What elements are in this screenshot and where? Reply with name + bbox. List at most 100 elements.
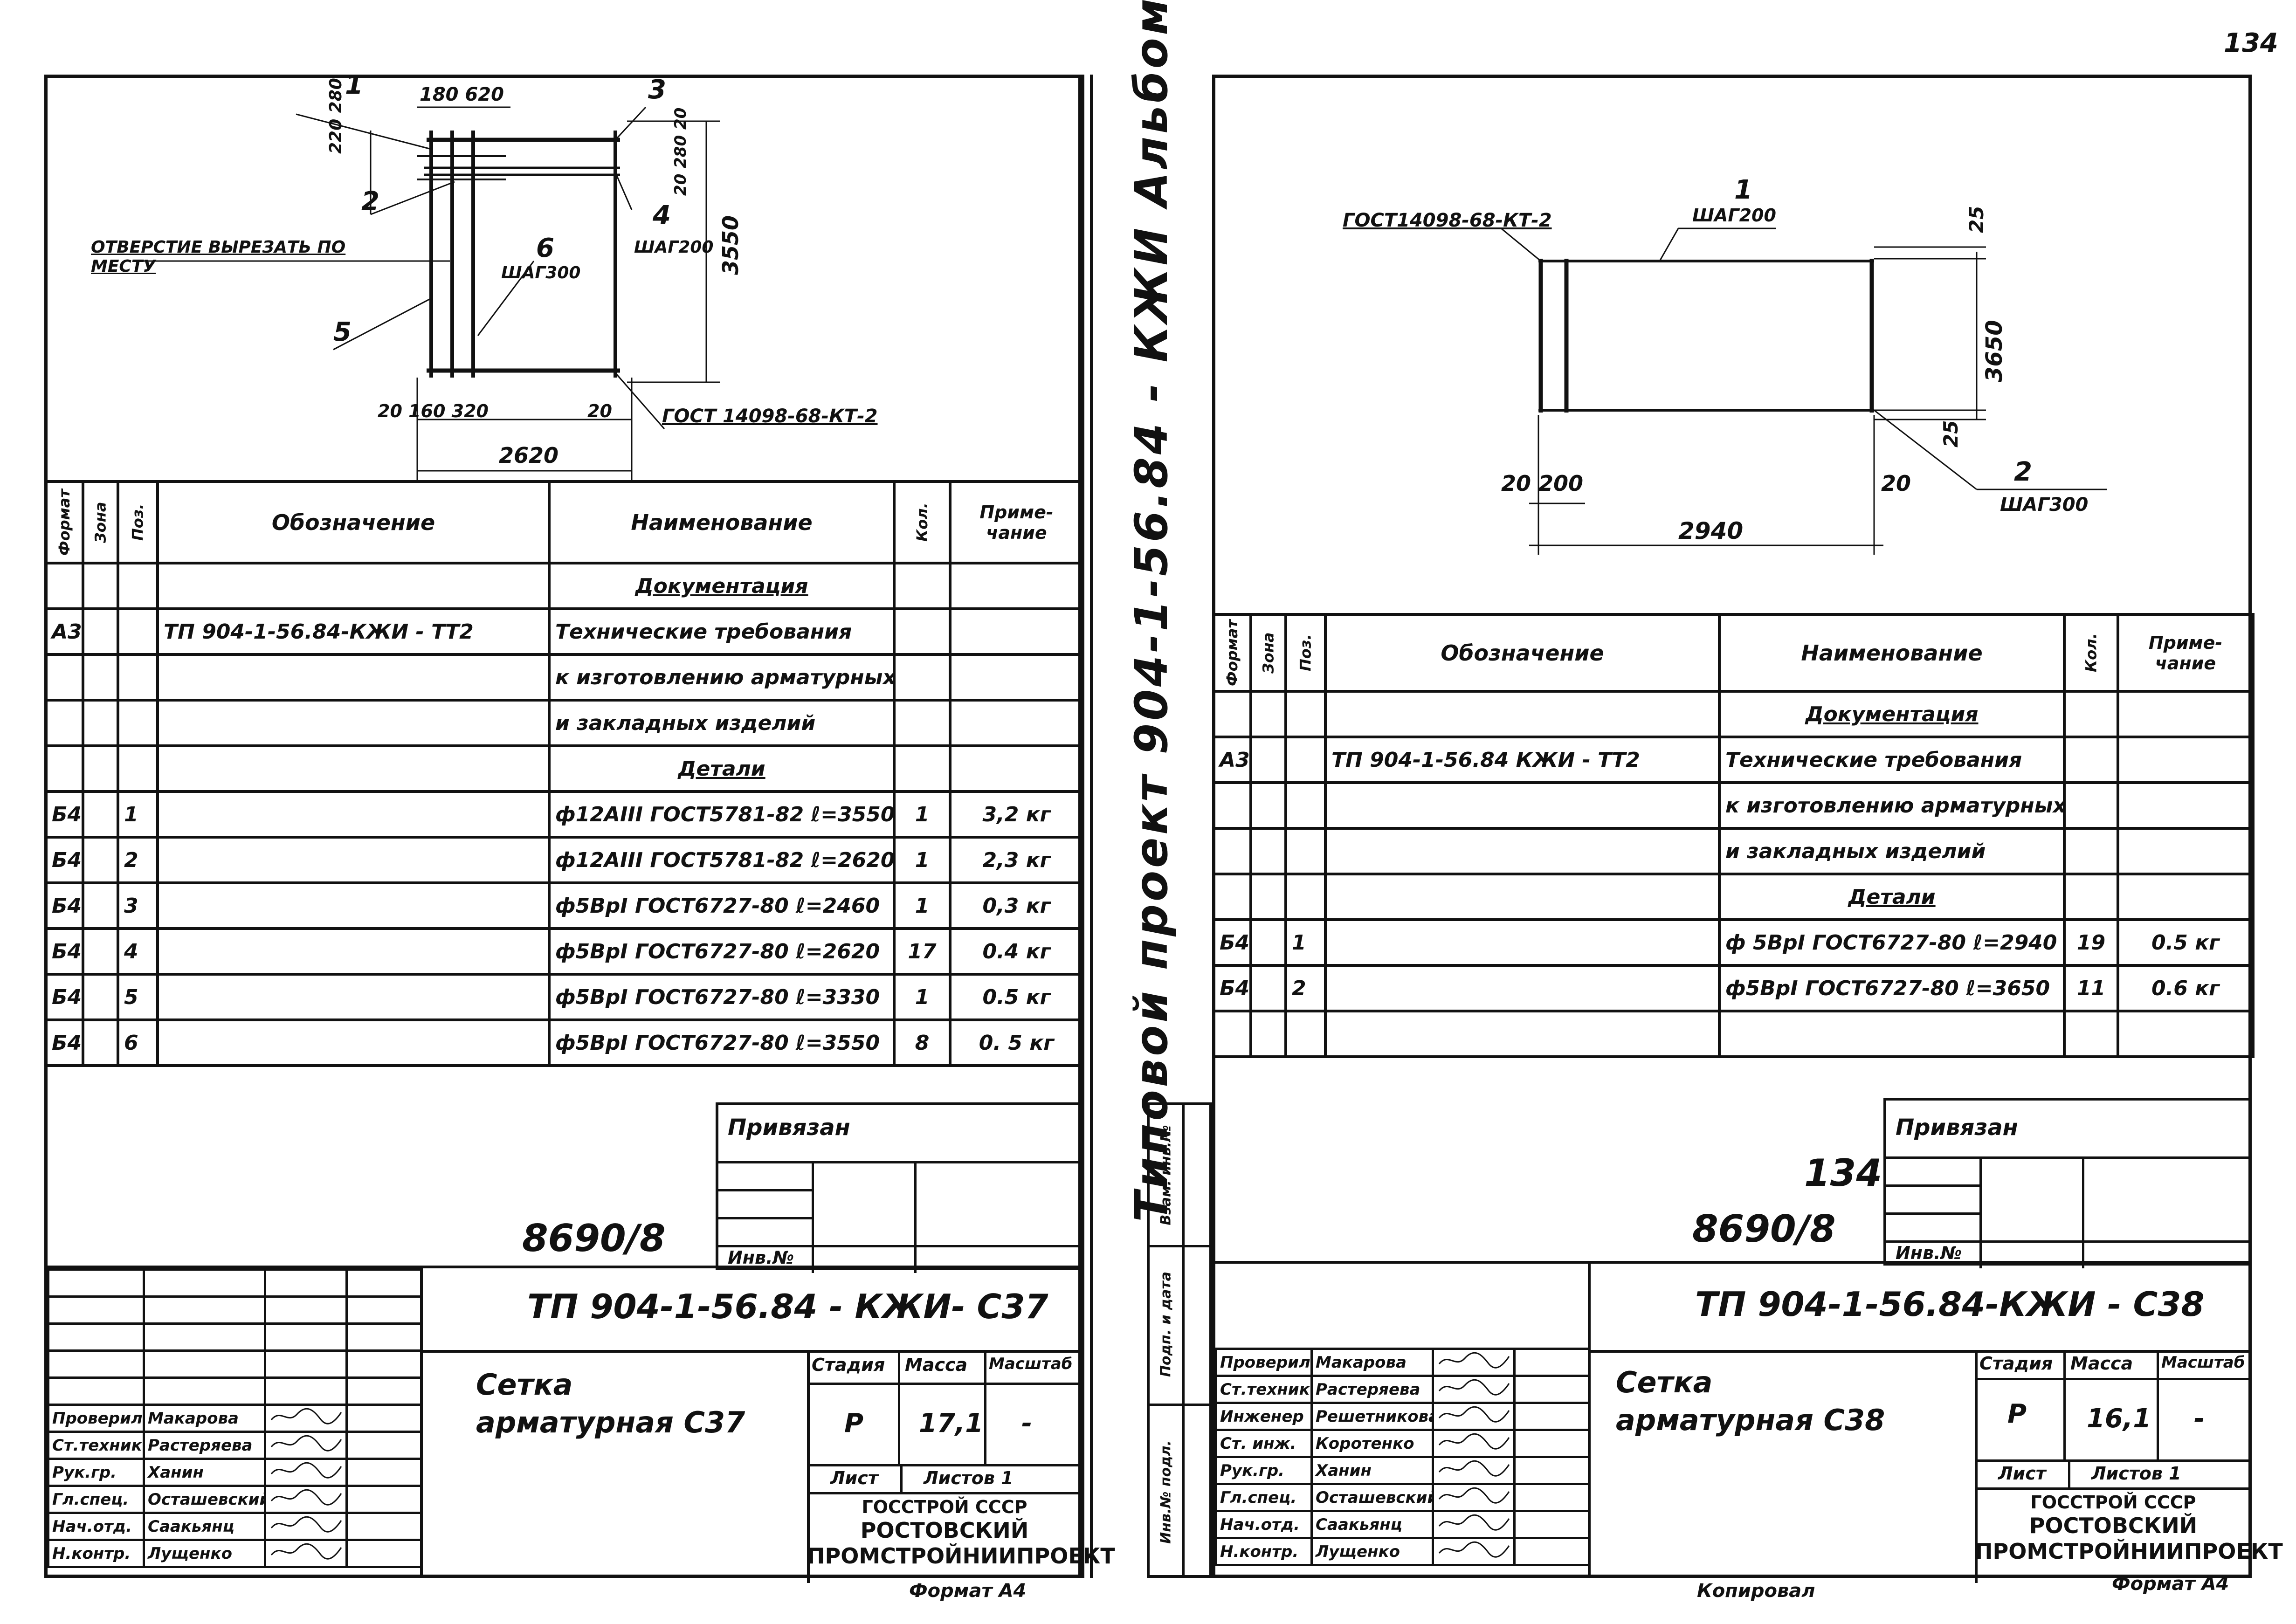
people-name: Решетникова [1310, 1402, 1434, 1431]
people-role: Гл.спец. [1215, 1483, 1313, 1512]
spec-qty-cell [2063, 827, 2119, 875]
right-format-label: Формат А4 [2112, 1573, 2229, 1595]
people-blank-row [47, 1376, 422, 1406]
people-name: Ханин [143, 1458, 266, 1487]
right-dim-top: 25 [1965, 206, 1988, 233]
people-role: Ст.техник [47, 1431, 145, 1460]
spec-designation-cell [156, 653, 551, 702]
right-scale-value: - [2194, 1404, 2205, 1434]
spec-designation-cell [1324, 918, 1721, 967]
people-blank-cell [345, 1295, 422, 1325]
spec-format-cell: Б4 [44, 836, 84, 884]
spec-pos-cell: 1 [117, 790, 159, 839]
people-date [1513, 1402, 1590, 1431]
left-dim-bottom-right: 20 [587, 401, 612, 421]
spec-zone-cell [1249, 918, 1287, 967]
spec-qty-cell: 11 [2063, 964, 2119, 1012]
left-org-3: ПРОМСТРОЙНИИПРОЕКТ [807, 1543, 1115, 1569]
people-blank-cell [47, 1376, 145, 1406]
people-date [1513, 1510, 1590, 1539]
people-row: Нач.отд.Саакьянц [47, 1512, 422, 1541]
spec-pos-cell [1284, 690, 1327, 738]
spec-designation-cell [156, 1018, 551, 1067]
stamp-inv-original: Инв.№ подл. [1158, 1440, 1174, 1544]
spec-note-cell: 0.5 кг [2117, 918, 2255, 967]
spec-pos-cell [1284, 873, 1327, 921]
sheet-divider [1082, 75, 1093, 1578]
spec-pos-cell: 2 [1284, 964, 1327, 1012]
left-step-4: ШАГ200 [634, 238, 714, 257]
spec-name-cell: и закладных изделий [1718, 827, 2066, 875]
spec-name-cell: Документация [548, 562, 896, 610]
spec-zone-cell [82, 836, 119, 884]
spec-qty-cell [2063, 873, 2119, 921]
signature-scribble [270, 1489, 342, 1506]
right-step-2: ШАГ300 [2000, 494, 2089, 516]
spec-designation-cell [1324, 781, 1721, 830]
left-privyazan-block: Привязан Инв.№ [716, 1102, 1082, 1273]
people-row: Рук.гр.Ханин [47, 1458, 422, 1487]
spec-format-cell: Б4 [44, 1018, 84, 1067]
people-signature [1432, 1429, 1516, 1458]
spec-pos-cell: 1 [1284, 918, 1327, 967]
spec-designation-cell [156, 562, 551, 610]
spec-qty-cell [893, 699, 951, 747]
people-blank-cell [143, 1322, 266, 1352]
left-org-1: ГОССТРОЙ СССР [862, 1497, 1027, 1517]
spec-name-cell: к изготовлению арматурных [548, 653, 896, 702]
spec-format-cell [1212, 1010, 1252, 1058]
spec-zone-cell [1249, 964, 1287, 1012]
signature-scribble [270, 1435, 342, 1452]
people-blank-cell [47, 1268, 145, 1298]
left-dim-width: 2620 [499, 443, 559, 468]
spec-zone-cell [82, 790, 119, 839]
spec-designation-cell [1324, 873, 1721, 921]
left-gost: ГОСТ 14098-68-КТ-2 [662, 406, 878, 427]
spec-qty-cell: 1 [893, 973, 951, 1021]
people-name: Лущенко [143, 1539, 266, 1568]
spec-qty-cell: 19 [2063, 918, 2119, 967]
spec-format-cell [1212, 873, 1252, 921]
people-blank-row [47, 1295, 422, 1325]
spec-name-cell: Технические требования [548, 607, 896, 656]
spec-zone-cell [82, 927, 119, 976]
people-date [1513, 1429, 1590, 1458]
left-pos-2-label: 2 [361, 186, 379, 217]
spec-format-cell [44, 653, 84, 702]
left-dim-right-top: 20 280 20 [671, 107, 690, 196]
people-row: Нач.отд.Саакьянц [1215, 1510, 1590, 1539]
spec-pos-cell: 2 [117, 836, 159, 884]
people-blank-row [47, 1268, 422, 1298]
spec-name-cell: Детали [548, 744, 896, 793]
left-title-block: ТП 904-1-56.84 - КЖИ- С37 Сетка арматурн… [44, 1266, 1115, 1583]
people-role: Н.контр. [1215, 1537, 1313, 1566]
spec-zone-cell [82, 881, 119, 930]
spec-pos-cell: 4 [117, 927, 159, 976]
people-name: Макарова [143, 1404, 266, 1433]
spec-format-cell: Б4 [44, 790, 84, 839]
left-header-format: Формат [46, 482, 83, 563]
right-pos-2-label: 2 [2014, 457, 2032, 487]
people-name: Растеряева [1310, 1375, 1434, 1404]
people-signature [1432, 1483, 1516, 1512]
left-stage-label: Стадия [812, 1355, 885, 1375]
spec-row: и закладных изделий [1212, 827, 2255, 875]
left-org-2: РОСТОВСКИЙ [860, 1518, 1029, 1543]
page-number: 134 [2224, 28, 2278, 58]
right-privyazan-block: Привязан Инв.№ [1883, 1098, 2252, 1268]
right-gost: ГОСТ14098-68-КТ-2 [1343, 210, 1552, 231]
spec-qty-cell [893, 744, 951, 793]
left-pos-6-label: 6 [536, 233, 554, 263]
right-dim-width: 2940 [1678, 517, 1744, 544]
people-blank-cell [47, 1349, 145, 1379]
people-signature [264, 1404, 348, 1433]
spec-qty-cell: 17 [893, 927, 951, 976]
right-dim-bottom: 25 [1939, 420, 1962, 447]
people-role: Проверил [47, 1404, 145, 1433]
